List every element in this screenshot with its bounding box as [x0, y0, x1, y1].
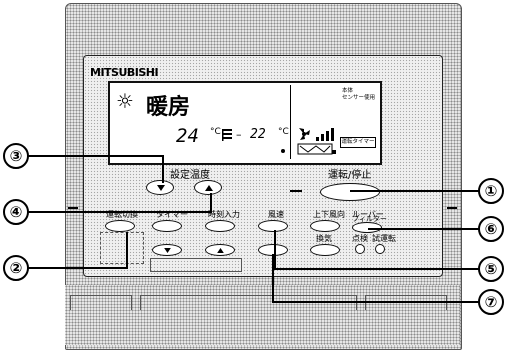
- fan-label: 風速: [268, 210, 284, 219]
- timer-group-frame: [150, 258, 242, 272]
- triangle-up-icon: [205, 185, 213, 191]
- filter-button[interactable]: [352, 222, 382, 233]
- room-temperature-unit: °C: [210, 127, 221, 137]
- callout-line-4-rise: [210, 193, 212, 213]
- temp-up-button[interactable]: [194, 180, 222, 195]
- vent-button[interactable]: [310, 244, 340, 256]
- set-temperature-unit: °C: [278, 127, 289, 137]
- callout-5: ⑤: [478, 256, 504, 282]
- callout-6: ⑥: [478, 216, 504, 242]
- fan-speed-icon: [299, 128, 334, 141]
- test-run-label: 試運転: [372, 234, 396, 243]
- callout-2: ②: [3, 255, 29, 281]
- timer-set-button[interactable]: [205, 220, 235, 232]
- sensor-label: 本体 センサー使用: [342, 88, 376, 101]
- callout-line-7-rise: [272, 254, 274, 303]
- led-indicator: [290, 190, 302, 192]
- timer-down-button[interactable]: [152, 244, 182, 256]
- on-off-label: 運転/停止: [328, 170, 372, 181]
- callout-1: ①: [478, 178, 504, 204]
- brand-logo: MITSUBISHI: [90, 66, 159, 79]
- tray-slot-left: [70, 295, 132, 310]
- lcd-display: ☼ 暖房 24 °C – 22 °C 本体 センサー使用 運転タイマー: [108, 81, 382, 165]
- lcd-divider: [290, 85, 291, 159]
- mode-label: 運転切換: [106, 210, 138, 219]
- set-temp-separator: –: [236, 128, 242, 141]
- vane-icon: [297, 143, 336, 155]
- set-temp-label: 設定温度: [170, 170, 210, 181]
- callout-line-2: [26, 267, 128, 269]
- timer-set-label: 時刻入力: [208, 210, 240, 219]
- callout-3: ③: [3, 143, 29, 169]
- callout-line-5: [274, 268, 480, 270]
- filter-label: フィルター: [352, 215, 387, 223]
- callout-line-3-drop: [162, 155, 164, 183]
- vane-label: 上下風向: [313, 210, 345, 219]
- indicator-dot: [281, 149, 285, 153]
- check-label: 点検: [352, 234, 368, 243]
- vane-button[interactable]: [310, 220, 340, 232]
- test-run-button[interactable]: [375, 244, 385, 254]
- triangle-down-icon: [157, 185, 165, 191]
- callout-7: ⑦: [478, 289, 504, 315]
- operation-mode-label: 暖房: [146, 94, 191, 120]
- check-button[interactable]: [355, 244, 365, 254]
- bottom-tray: [65, 285, 460, 345]
- callout-line-7: [274, 301, 480, 303]
- mode-group-frame: [100, 232, 144, 264]
- mode-button[interactable]: [105, 220, 135, 232]
- callout-line-2-rise: [126, 232, 128, 269]
- on-off-button[interactable]: [320, 183, 380, 201]
- vent-label: 換気: [316, 234, 332, 243]
- fan-button[interactable]: [258, 220, 288, 232]
- set-temperature: 22: [250, 127, 266, 142]
- triangle-down-icon: [164, 248, 171, 253]
- panel-tick-left: [68, 207, 78, 209]
- panel-tick-right: [447, 207, 457, 209]
- sun-icon: ☼: [116, 89, 134, 113]
- temp-down-button[interactable]: [146, 180, 174, 195]
- timer-button[interactable]: [152, 220, 182, 232]
- callout-line-1: [350, 190, 480, 192]
- callout-4: ④: [3, 199, 29, 225]
- room-temperature: 24: [176, 125, 199, 147]
- callout-line-4: [26, 211, 212, 213]
- timer-label: タイマー: [156, 210, 188, 219]
- callout-line-5-rise: [274, 230, 276, 270]
- timer-badge: 運転タイマー: [340, 137, 376, 148]
- callout-line-6: [368, 228, 480, 230]
- timer-up-button[interactable]: [205, 244, 235, 256]
- callout-line-3: [26, 155, 164, 157]
- triangle-up-icon: [217, 248, 224, 253]
- louver-label: ルーバー: [352, 210, 384, 219]
- thermometer-bars-icon: [222, 129, 232, 141]
